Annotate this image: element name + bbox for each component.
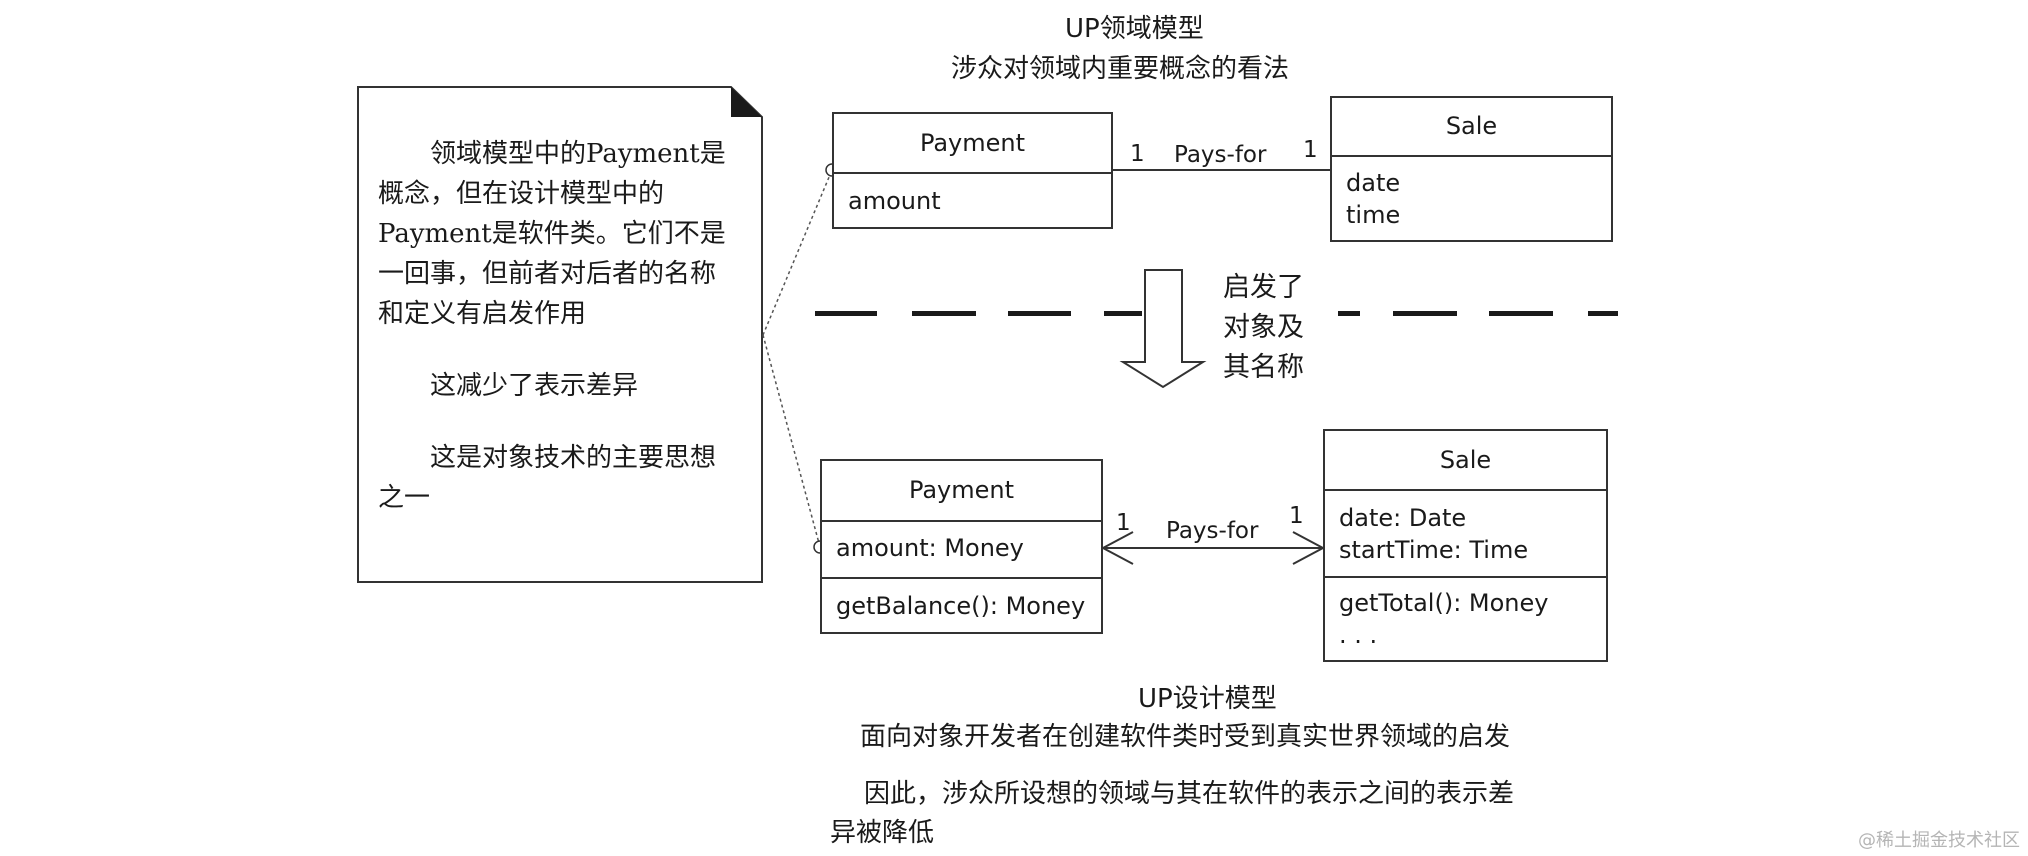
design-caption-line-2: 因此，涉众所设想的领域与其在软件的表示之间的表示差 [864,779,1515,809]
operations: getTotal(): Money . . . [1325,576,1606,651]
design-right-multiplicity: 1 [1289,503,1304,529]
operations: getBalance(): Money [822,577,1101,622]
class-name: Payment [822,461,1101,522]
operation: getBalance(): Money [836,592,1086,620]
design-payment-class: Payment amount: Money getBalance(): Mone… [820,459,1103,634]
note-text: 领域模型中的Payment是概念，但在设计模型中的Payment是软件类。它们不… [378,134,738,550]
note-outline [357,86,763,583]
attribute: date [1346,169,1401,197]
domain-model-title: UP领域模型 [1065,14,1204,44]
domain-model-subtitle: 涉众对领域内重要概念的看法 [951,54,1290,84]
domain-association-label: Pays-for [1174,142,1267,168]
design-left-multiplicity: 1 [1116,510,1131,536]
operation: getTotal(): Money [1339,589,1549,617]
attribute: amount [848,187,941,215]
inspire-line-1: 启发了 [1223,272,1304,303]
left-arrowhead-icon [1100,531,1134,565]
class-name: Sale [1325,431,1606,491]
down-arrow-icon [1119,269,1207,389]
design-caption-line-1: 面向对象开发者在创建软件类时受到真实世界领域的启发 [860,722,1511,752]
divider-dash [1588,311,1618,316]
note-fold-icon [731,87,762,117]
attributes: amount: Money [822,522,1101,577]
note-paragraph-3: 这是对象技术的主要思想之一 [378,443,717,513]
attribute: startTime: Time [1339,536,1529,564]
design-caption-line-3: 异被降低 [830,818,935,848]
divider-dash [815,311,877,316]
attributes: date time [1332,157,1611,231]
class-name: Sale [1332,98,1611,157]
divider-dash [1393,311,1457,316]
note-link-design [762,334,821,548]
design-association-label: Pays-for [1166,518,1259,544]
class-name: Payment [834,114,1111,174]
domain-sale-class: Sale date time [1330,96,1613,242]
divider-dash [1338,311,1360,316]
note-paragraph-2: 这减少了表示差异 [430,371,639,401]
attributes: date: Date startTime: Time [1325,491,1606,576]
inspire-label: 启发了 对象及 其名称 [1223,268,1304,388]
divider-dash [1008,311,1071,316]
divider-dash [1104,311,1142,316]
attribute: time [1346,201,1401,229]
inspire-line-3: 其名称 [1223,352,1304,383]
operation: . . . [1339,621,1378,649]
attribute: date: Date [1339,504,1467,532]
inspire-line-2: 对象及 [1223,312,1304,343]
design-sale-class: Sale date: Date startTime: Time getTotal… [1323,429,1608,662]
watermark: @稀土掘金技术社区 [1858,830,2020,851]
note-box: 领域模型中的Payment是概念，但在设计模型中的Payment是软件类。它们不… [357,86,763,583]
design-model-title: UP设计模型 [1138,684,1277,714]
domain-right-multiplicity: 1 [1303,137,1318,163]
divider-dash [1489,311,1553,316]
domain-left-multiplicity: 1 [1130,141,1145,167]
attribute: amount: Money [836,534,1024,562]
divider-dash [912,311,976,316]
domain-payment-class: Payment amount [832,112,1113,229]
note-paragraph-1: 领域模型中的Payment是概念，但在设计模型中的Payment是软件类。它们不… [378,139,726,329]
